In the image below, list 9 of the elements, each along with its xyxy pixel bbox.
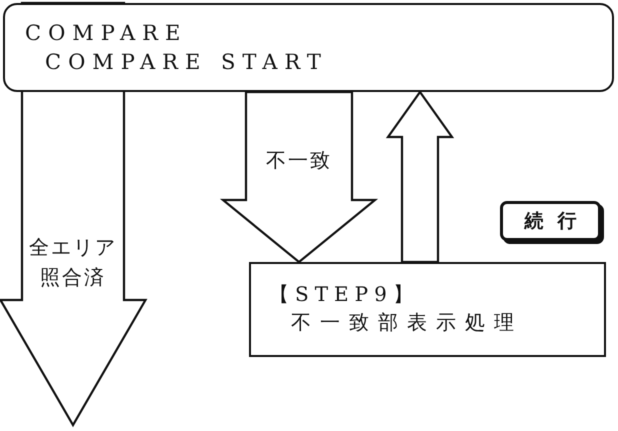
process-box	[249, 262, 606, 357]
rounded-box	[3, 3, 614, 92]
box-text: 続行	[524, 208, 590, 234]
box-heading: 【STEP9】	[269, 281, 419, 308]
key-cap	[500, 201, 601, 241]
box-heading: COMPARE	[25, 20, 188, 47]
box-text: 不一致部表示処理	[291, 309, 523, 336]
box-text: COMPARE START	[45, 49, 328, 76]
block-arrow	[386, 90, 454, 264]
